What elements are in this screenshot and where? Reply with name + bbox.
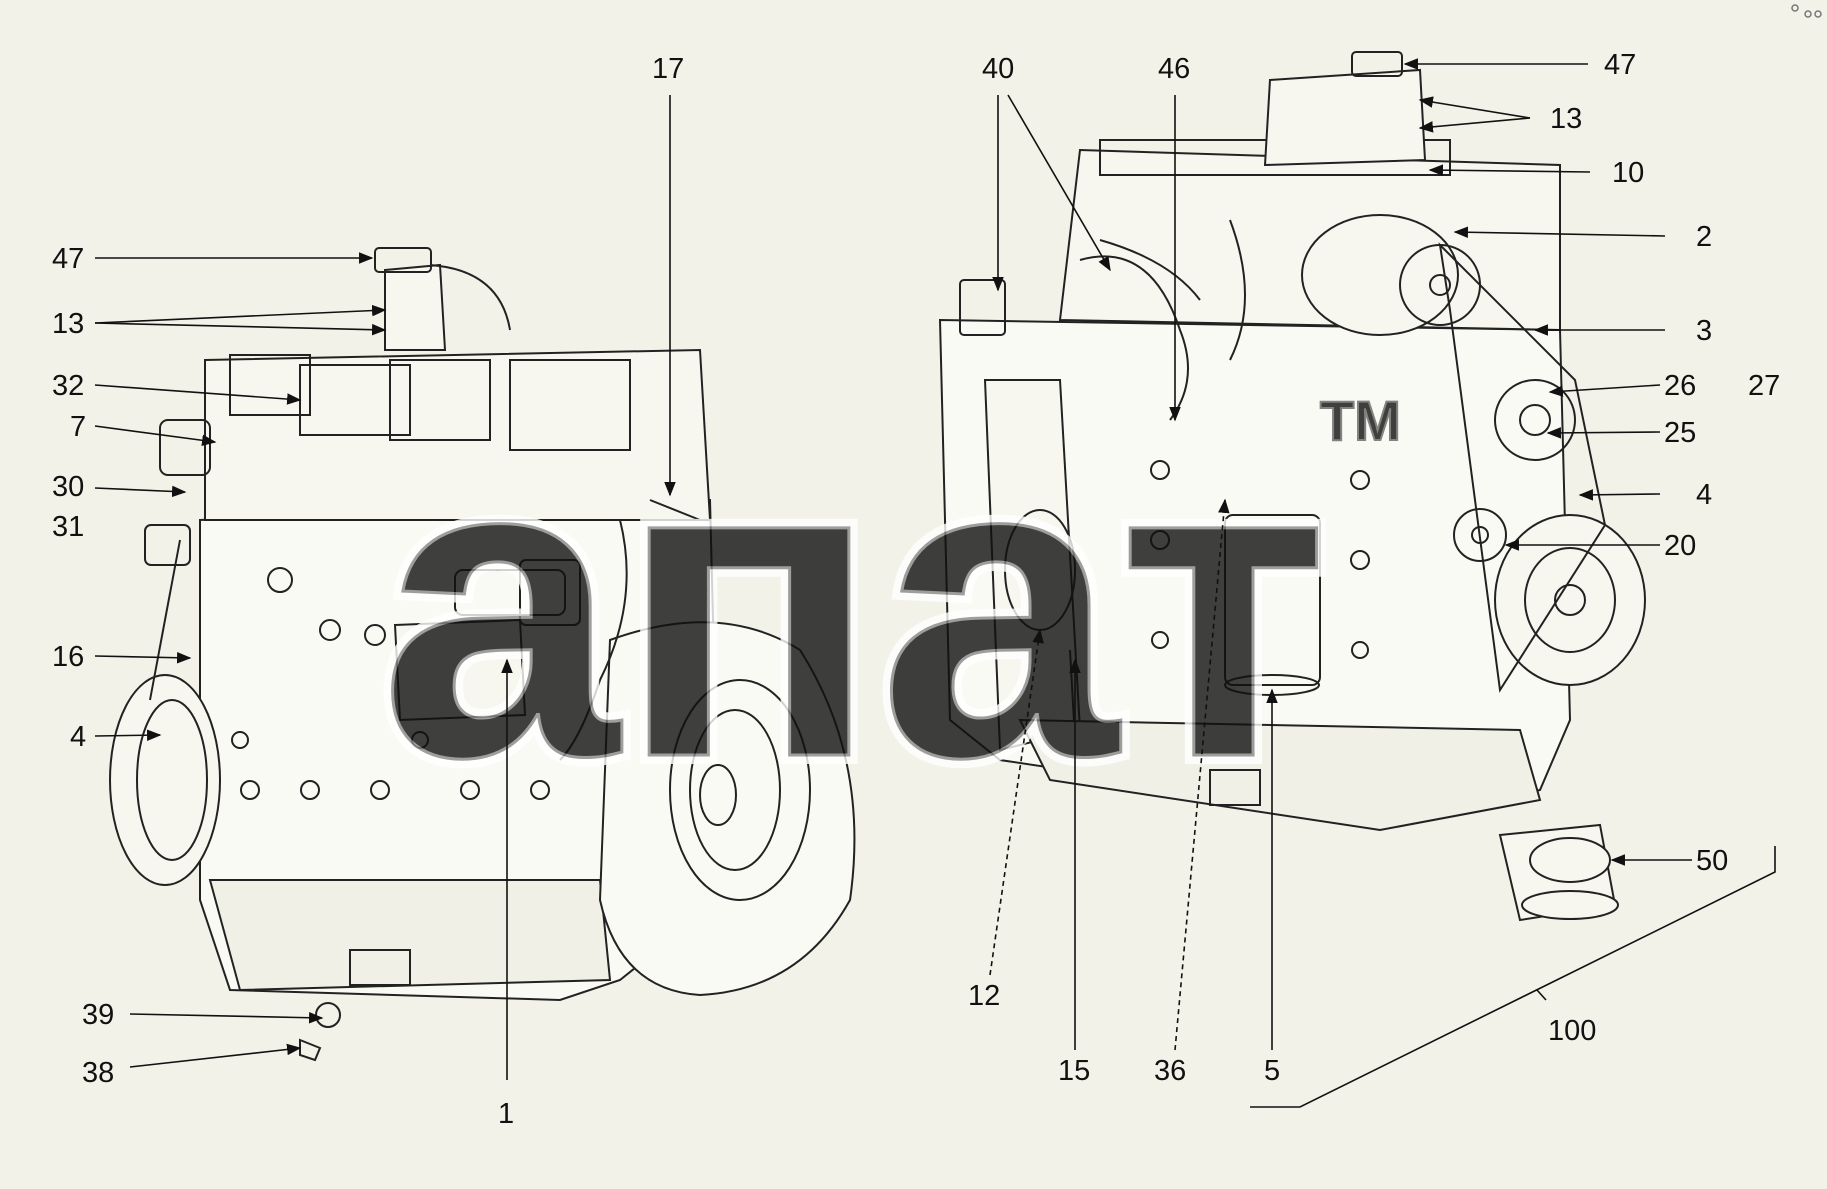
label-16: 16: [52, 641, 84, 673]
label-20: 20: [1664, 530, 1696, 562]
labels-right: 40 46 47 13 10 2 3 26 27 25 4 20 50 12 1…: [968, 49, 1780, 1087]
label-27: 27: [1748, 370, 1780, 402]
leaders-right: [989, 58, 1776, 1108]
label-30: 30: [52, 471, 84, 503]
label-46: 46: [1158, 53, 1190, 85]
label-38: 38: [82, 1057, 114, 1089]
label-39: 39: [82, 999, 114, 1031]
label-32: 32: [52, 370, 84, 402]
labels-left: 47 13 32 7 30 31 16 4 17 39 38 1: [52, 53, 684, 1130]
label-17: 17: [652, 53, 684, 85]
corner-mark: [1791, 4, 1822, 18]
label-13-right: 13: [1550, 103, 1582, 135]
label-5: 5: [1264, 1055, 1280, 1087]
left-engine-drawing: [109, 247, 856, 1062]
label-13: 13: [52, 308, 84, 340]
label-1: 1: [498, 1098, 514, 1130]
label-12: 12: [968, 980, 1000, 1012]
watermark-tm: TM: [1320, 389, 1401, 452]
watermark-text-outline: aпат: [380, 367, 1329, 847]
label-10: 10: [1612, 157, 1644, 189]
right-engine-drawing: [938, 51, 1646, 832]
label-15: 15: [1058, 1055, 1090, 1087]
label-26: 26: [1664, 370, 1696, 402]
label-25: 25: [1664, 417, 1696, 449]
label-40: 40: [982, 53, 1014, 85]
label-4: 4: [70, 721, 86, 753]
label-7: 7: [70, 411, 86, 443]
label-47-right: 47: [1604, 49, 1636, 81]
watermark-text: aпат: [380, 367, 1329, 847]
engine-mount-drawing: [1498, 823, 1619, 922]
label-50: 50: [1696, 845, 1728, 877]
label-4-right: 4: [1696, 479, 1712, 511]
label-47: 47: [52, 243, 84, 275]
label-2: 2: [1696, 221, 1712, 253]
label-100: 100: [1548, 1015, 1596, 1047]
watermark: aпат aпат TM: [371, 358, 1402, 856]
label-31: 31: [52, 511, 84, 543]
label-36: 36: [1154, 1055, 1186, 1087]
leaders-left: [94, 95, 676, 1080]
label-3: 3: [1696, 315, 1712, 347]
